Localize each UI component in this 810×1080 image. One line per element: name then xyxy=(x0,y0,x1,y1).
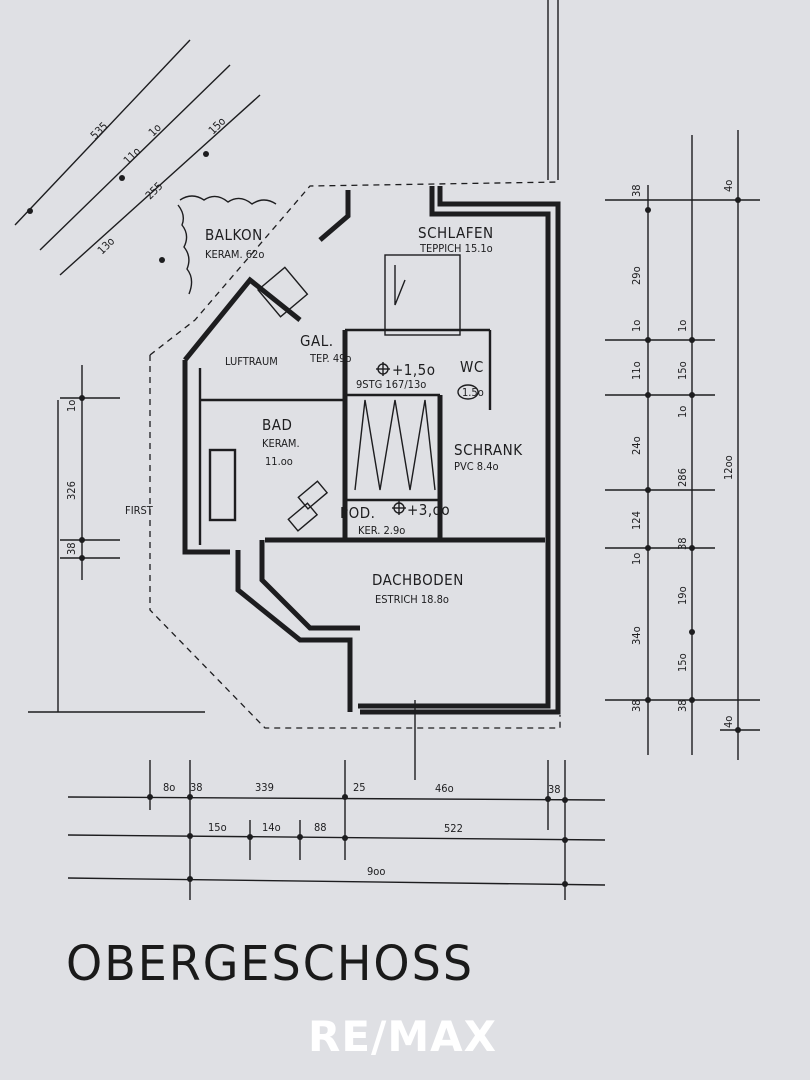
dim-bottom-2-15o: 15o xyxy=(208,821,227,834)
page-title: OBERGESCHOSS xyxy=(66,934,475,992)
dim-right-c-4o-b: 4o xyxy=(722,716,735,728)
room-bad-sub1: KERAM. xyxy=(262,437,300,450)
dim-bottom-1-46o: 46o xyxy=(435,782,454,795)
room-pod-sub: KER. 2.9o xyxy=(358,524,405,537)
fixtures xyxy=(177,195,479,532)
room-dachboden-name: DACHBODEN xyxy=(372,571,464,589)
dim-right-b-19o: 19o xyxy=(676,586,689,605)
room-schlafen-name: SCHLAFEN xyxy=(418,224,494,242)
dim-right-b-15o-b: 15o xyxy=(676,653,689,672)
dim-bottom-1-38-b: 38 xyxy=(548,783,561,796)
walls xyxy=(182,186,561,715)
room-schlafen-sub: TEPPICH 15.1o xyxy=(419,242,493,255)
level-markers xyxy=(376,362,406,515)
dim-bottom-1-339: 339 xyxy=(255,781,274,794)
dim-right-b-1o-b: 1o xyxy=(676,406,689,418)
dim-diag-11o: 11o xyxy=(121,145,143,167)
dim-bottom-2-522: 522 xyxy=(444,822,463,835)
dim-left-326: 326 xyxy=(65,481,78,500)
room-dachboden-sub: ESTRICH 18.8o xyxy=(375,593,449,606)
dim-diag-15o: 15o xyxy=(206,115,228,137)
room-gal-sub: TEP. 49o xyxy=(309,352,351,365)
dim-diag-535: 535 xyxy=(88,120,111,143)
dim-right-a-1o: 1o xyxy=(630,320,643,332)
room-schrank-sub: PVC 8.4o xyxy=(454,460,499,473)
dim-right-b-38: 38 xyxy=(676,537,689,550)
remax-logo: RE/MAX xyxy=(308,1012,498,1061)
dim-left-38: 38 xyxy=(65,542,78,555)
dim-right-b-15o: 15o xyxy=(676,361,689,380)
dim-right-a-11o: 11o xyxy=(630,361,643,380)
level-150-label: +1,5o xyxy=(392,361,436,379)
dim-bottom-2-14o: 14o xyxy=(262,821,281,834)
dim-right-a-34o: 34o xyxy=(630,626,643,645)
dim-bottom-1-25: 25 xyxy=(353,781,366,794)
room-wc-name: WC xyxy=(460,358,484,376)
room-schrank-name: SCHRANK xyxy=(454,441,523,459)
annotations: +1,5o +3,oo 9STG 167/13o FIRST xyxy=(125,361,450,519)
dim-bottom-1-38: 38 xyxy=(190,781,203,794)
level-300-label: +3,oo xyxy=(407,501,450,519)
room-bad-name: BAD xyxy=(262,416,292,434)
room-luftraum-name: LUFTRAUM xyxy=(225,355,278,368)
roof-outline xyxy=(149,355,561,729)
dim-right-a-290: 29o xyxy=(630,266,643,285)
room-balkon-sub: KERAM. 62o xyxy=(205,248,264,261)
dim-right-a-38-b: 38 xyxy=(630,699,643,712)
dimension-labels: 535 11o 1o 15o 255 13o 1o 326 38 38 29o … xyxy=(65,115,735,878)
dim-diag-13o: 13o xyxy=(95,235,117,257)
dim-right-a-38: 38 xyxy=(630,184,643,197)
dim-right-a-24o: 24o xyxy=(630,436,643,455)
dim-right-c-4o: 4o xyxy=(722,180,735,192)
roof-outline-top xyxy=(149,181,561,356)
dim-right-b-38-b: 38 xyxy=(676,699,689,712)
room-bad-sub2: 11.oo xyxy=(265,455,293,468)
first-label: FIRST xyxy=(125,504,154,517)
dim-bottom-2-88: 88 xyxy=(314,821,327,834)
room-labels: BALKON KERAM. 62o SCHLAFEN TEPPICH 15.1o… xyxy=(205,224,523,606)
dim-right-b-286: 286 xyxy=(676,468,689,487)
dimension-dots xyxy=(27,151,741,887)
dim-right-a-1o-b: 1o xyxy=(630,553,643,565)
dim-right-a-124: 124 xyxy=(630,511,643,530)
dimension-lines xyxy=(14,0,760,900)
dim-right-c-12oo: 12oo xyxy=(722,455,735,480)
room-balkon-name: BALKON xyxy=(205,226,263,244)
room-gal-name: GAL. xyxy=(300,332,334,350)
dim-right-b-1o: 1o xyxy=(676,320,689,332)
dim-diag-1o: 1o xyxy=(146,121,164,139)
room-wc-sub: 1.5o xyxy=(462,386,484,399)
dim-left-1o: 1o xyxy=(65,400,78,412)
room-pod-name: POD. xyxy=(340,504,375,522)
dim-bottom-1-8o: 8o xyxy=(163,781,175,794)
stairs-label: 9STG 167/13o xyxy=(356,378,426,391)
dim-bottom-3-9oo: 9oo xyxy=(367,865,385,878)
